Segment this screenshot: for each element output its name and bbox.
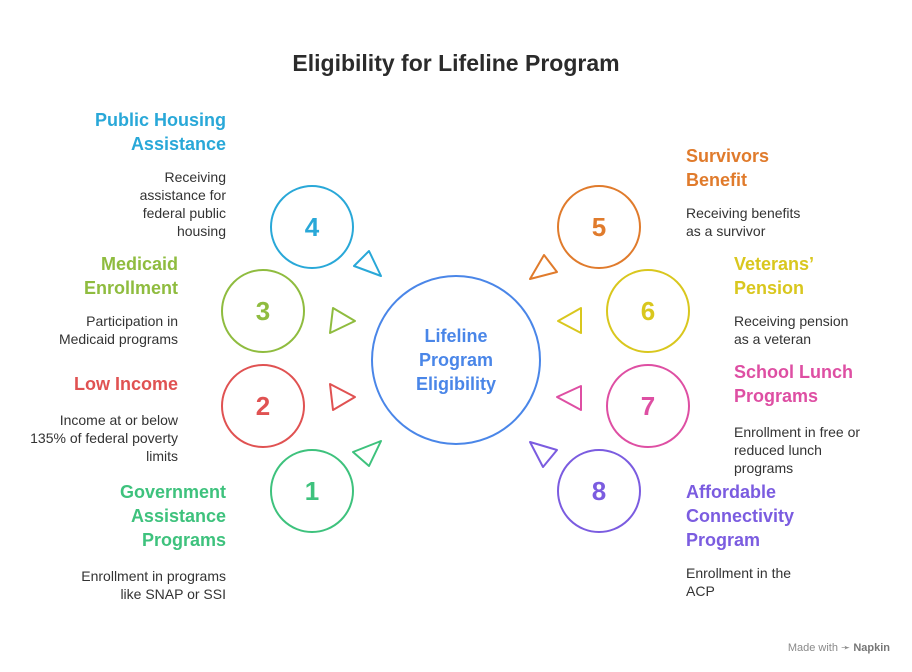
item-8-node: 8 xyxy=(529,441,641,533)
item-2-circle xyxy=(221,364,305,448)
item-5-heading: Survivors Benefit xyxy=(686,146,770,190)
item-2-heading: Low Income xyxy=(73,374,178,394)
item-1-node: 1 xyxy=(270,440,382,533)
item-7-heading: School Lunch Programs xyxy=(734,362,853,406)
center-label-line-1: Lifeline xyxy=(424,326,487,346)
item-3-number: 3 xyxy=(256,296,270,326)
napkin-logo-icon: ➛ xyxy=(841,642,851,654)
center-circle xyxy=(371,275,541,445)
item-5-node: 5 xyxy=(529,185,641,280)
footer-credit: Made with ➛ Napkin xyxy=(788,641,890,654)
item-6-arrow-icon xyxy=(557,307,582,334)
center-label-line-3: Eligibility xyxy=(416,374,496,394)
item-4-heading: Public Housing Assistance xyxy=(94,110,226,154)
item-5-circle xyxy=(557,185,641,269)
footer-prefix: Made with xyxy=(787,642,838,654)
item-3-arrow-icon xyxy=(329,307,356,334)
item-8-heading: Affordable Connectivity Program xyxy=(686,482,795,550)
item-7-description: Enrollment in free or reduced lunch prog… xyxy=(734,424,861,476)
item-2-description: Income at or below 135% of federal pover… xyxy=(30,412,178,464)
item-4-number: 4 xyxy=(305,212,320,242)
item-4-description: Receiving assistance for federal public … xyxy=(139,169,226,239)
item-6-circle xyxy=(606,269,690,353)
item-8-description: Enrollment in the ACP xyxy=(686,565,792,599)
page-title: Eligibility for Lifeline Program xyxy=(292,50,620,76)
item-1-heading: Government Assistance Programs xyxy=(119,482,226,550)
item-6-number: 6 xyxy=(641,296,655,326)
item-3-heading: Medicaid Enrollment xyxy=(83,254,178,298)
item-8-circle xyxy=(557,449,641,533)
item-5-number: 5 xyxy=(592,212,606,242)
item-5-description: Receiving benefits as a survivor xyxy=(686,205,801,239)
item-7-arrow-icon xyxy=(556,385,582,411)
item-2-node: 2 xyxy=(221,364,356,448)
footer-brand: Napkin xyxy=(853,642,890,654)
item-4-circle xyxy=(270,185,354,269)
item-4-node: 4 xyxy=(270,185,382,277)
item-7-circle xyxy=(606,364,690,448)
item-3-node: 3 xyxy=(221,269,356,353)
item-3-description: Participation in Medicaid programs xyxy=(58,313,178,347)
item-4-arrow-icon xyxy=(353,250,382,277)
item-3-circle xyxy=(221,269,305,353)
item-2-number: 2 xyxy=(256,391,270,421)
item-7-number: 7 xyxy=(641,391,655,421)
center-label-line-2: Program xyxy=(419,350,493,370)
item-6-heading: Veterans’ Pension xyxy=(734,254,814,298)
item-8-arrow-icon xyxy=(529,441,558,468)
item-6-node: 6 xyxy=(557,269,690,353)
item-1-description: Enrollment in programs like SNAP or SSI xyxy=(81,568,226,602)
item-7-node: 7 xyxy=(556,364,690,448)
item-1-arrow-icon xyxy=(352,440,382,467)
item-6-description: Receiving pension as a veteran xyxy=(734,313,849,347)
item-1-number: 1 xyxy=(305,476,319,506)
item-1-circle xyxy=(270,449,354,533)
item-5-arrow-icon xyxy=(529,254,558,280)
item-8-number: 8 xyxy=(592,476,606,506)
item-2-arrow-icon xyxy=(329,383,356,411)
